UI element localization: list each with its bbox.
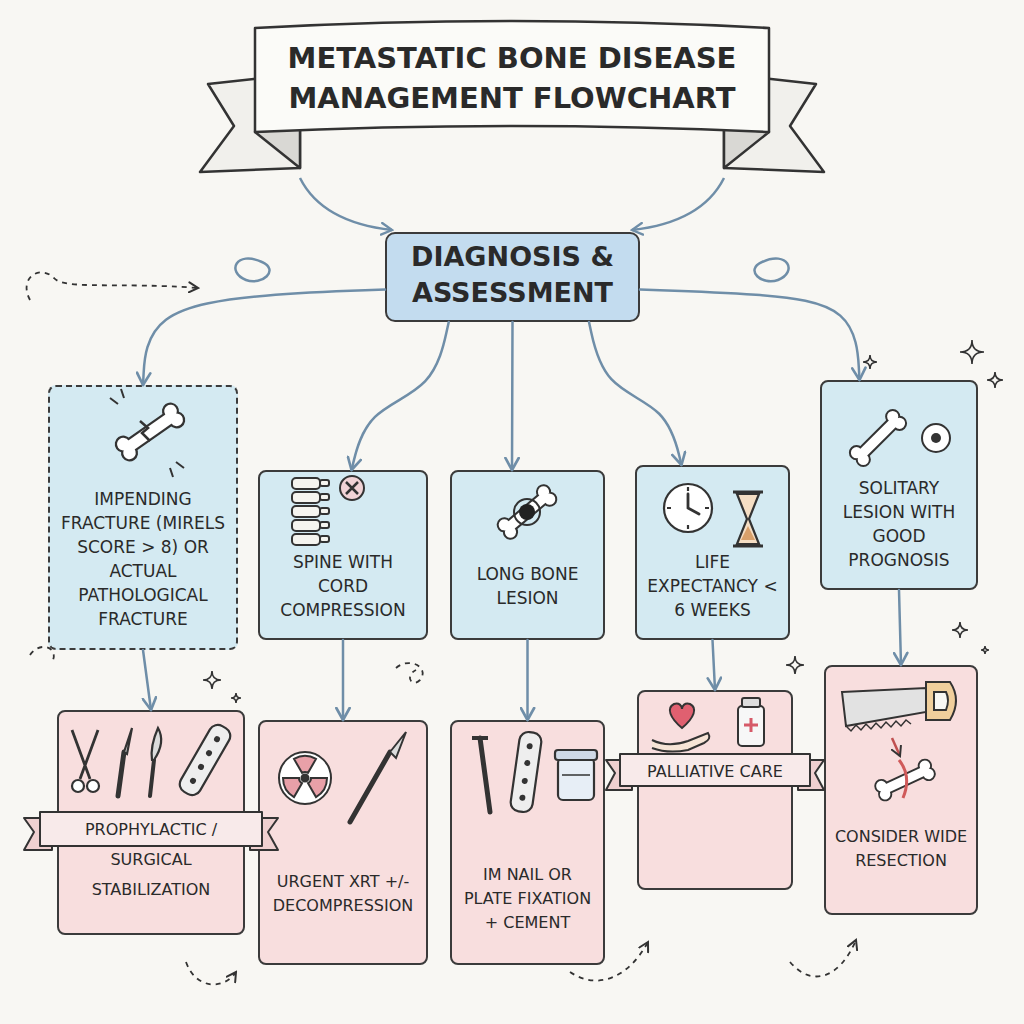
node-text: URGENT XRT +/- DECOMPRESSION [267,870,419,918]
condition-box: LIFE EXPECTANCY < 6 WEEKS [635,465,790,640]
node-text: DIAGNOSIS & ASSESSMENT [394,239,631,311]
node-text: IM NAIL OR PLATE FIXATION + CEMENT [459,863,596,935]
node-text: LIFE EXPECTANCY < 6 WEEKS [644,550,781,622]
spine-icon [292,476,364,545]
connector-arrow [589,322,682,465]
condition-box: SPINE WITH CORD COMPRESSION [258,470,428,640]
condition-box: LONG BONE LESION [450,470,605,640]
clock-hourglass-icon [664,484,763,546]
solitary-bone-icon [849,409,950,468]
bone-lesion-icon [496,484,557,540]
treatment-box: PALLIATIVE CARE [637,690,793,890]
surgical-tools-icon [72,722,234,799]
node-text: PROPHYLACTIC / SURGICAL STABILIZATION [66,815,236,905]
fixation-implants-icon [472,731,597,813]
scalpel-icon [350,732,406,822]
radiation-icon [279,752,331,804]
resected-bone-icon [874,759,935,801]
doodle-arrows [27,272,856,984]
connector-arrow [526,640,529,720]
treatment-box: IM NAIL OR PLATE FIXATION + CEMENT [450,720,605,965]
process-box: DIAGNOSIS & ASSESSMENT [385,232,640,322]
condition-box: SOLITARY LESION WITH GOOD PROGNOSIS [820,380,978,590]
treatment-box: CONSIDER WIDE RESECTION [824,665,978,915]
node-text: CONSIDER WIDE RESECTION [833,825,969,873]
node-text: SPINE WITH CORD COMPRESSION [267,550,419,622]
treatment-box: URGENT XRT +/- DECOMPRESSION [258,720,428,965]
diagram-title: METASTATIC BONE DISEASE MANAGEMENT FLOWC… [259,38,765,118]
sparkles [203,340,1003,703]
node-text: SOLITARY LESION WITH GOOD PROGNOSIS [829,476,969,572]
connector-arrow [143,290,385,385]
connector-arrow [143,650,151,710]
node-text: LONG BONE LESION [459,562,596,610]
connector-arrow [511,322,514,470]
palliative-icon [652,698,764,752]
connector-arrow [352,322,449,470]
connector-arrow [342,640,345,720]
connector-group [143,290,901,720]
connector-arrow [899,590,901,665]
connector-arrow [640,290,860,380]
condition-box: IMPENDING FRACTURE (MIRELS SCORE > 8) OR… [48,385,238,650]
node-text: IMPENDING FRACTURE (MIRELS SCORE > 8) OR… [57,487,229,631]
ribbon-banner [24,812,278,850]
title-ribbon [200,21,824,172]
saw-icon [842,682,956,756]
title-arrows [235,178,788,281]
treatment-box: PROPHYLACTIC / SURGICAL STABILIZATION [57,710,245,935]
node-text: PALLIATIVE CARE [647,755,783,789]
ribbon-banner [606,754,824,790]
broken-bone-icon [110,389,185,477]
connector-arrow [713,640,716,690]
